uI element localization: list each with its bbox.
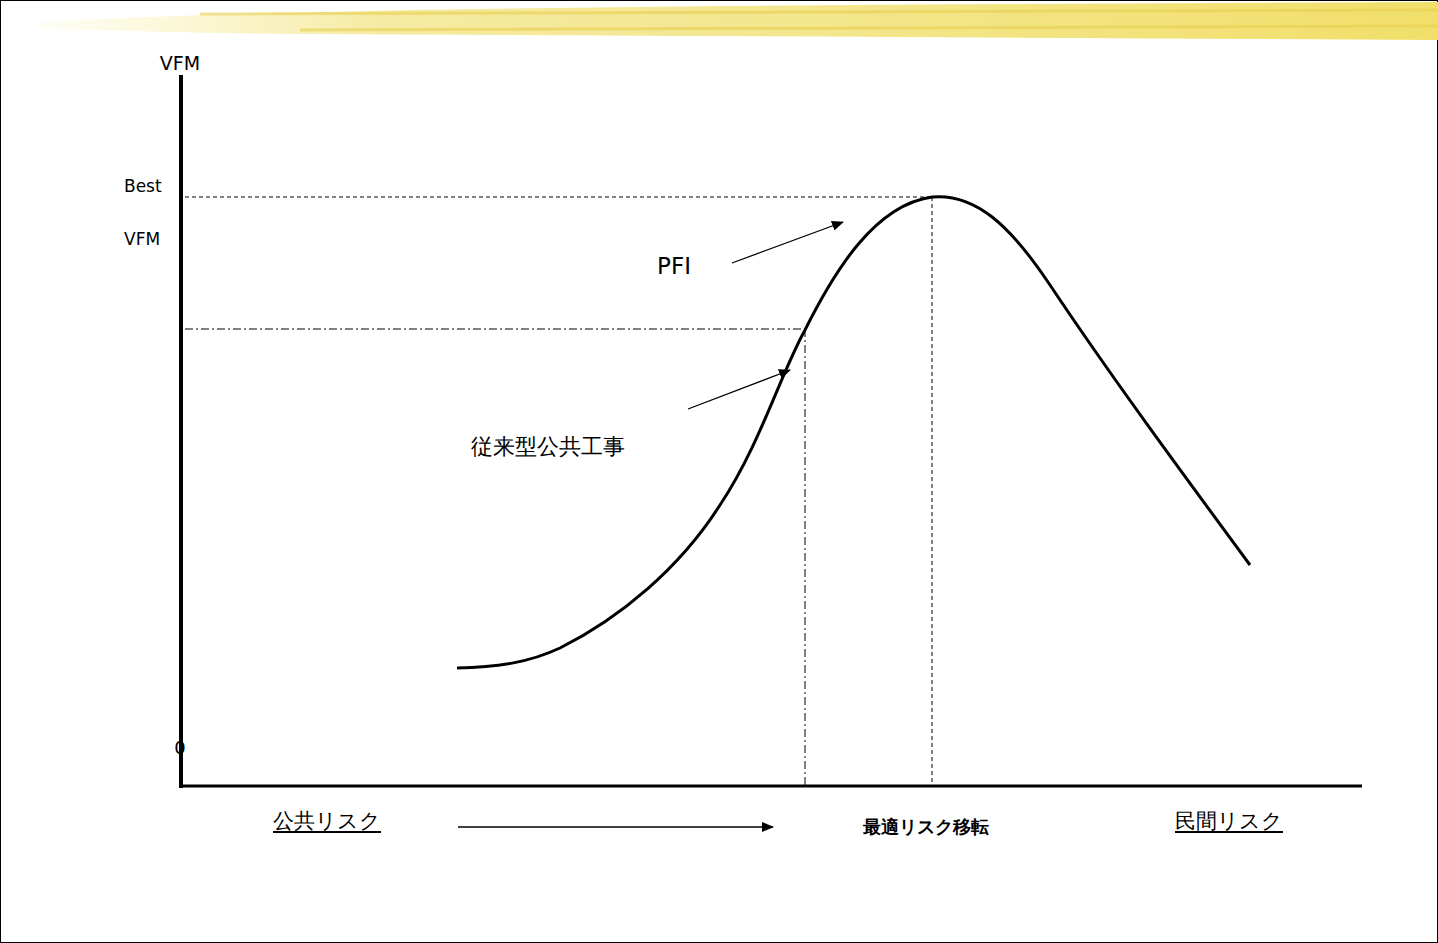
- origin-label: 0: [174, 737, 185, 758]
- axis-title: VFM: [160, 52, 200, 74]
- best-guide-h: [185, 197, 932, 198]
- private-risk-label: 民間リスク: [1175, 807, 1283, 835]
- conv-guide-h: [185, 329, 805, 330]
- brush-band: [40, 2, 1438, 40]
- conventional-label: 従来型公共工事: [471, 432, 625, 462]
- risk-direction-arrow: [458, 826, 773, 827]
- x-axis: [179, 785, 1362, 788]
- pfi-label: PFI: [657, 253, 691, 279]
- conv-guide-v: [805, 329, 806, 785]
- optimal-transfer-label: 最適リスク移転: [863, 815, 989, 839]
- y-axis: [179, 75, 183, 788]
- best-vfm-tick: Best VFM: [124, 160, 186, 266]
- vfm-curve: [457, 197, 1250, 668]
- public-risk-label: 公共リスク: [273, 807, 381, 835]
- brush-stroke: [200, 10, 1438, 30]
- pfi-pointer: [732, 222, 843, 263]
- best-guide-v: [932, 197, 933, 785]
- conventional-pointer: [688, 370, 790, 409]
